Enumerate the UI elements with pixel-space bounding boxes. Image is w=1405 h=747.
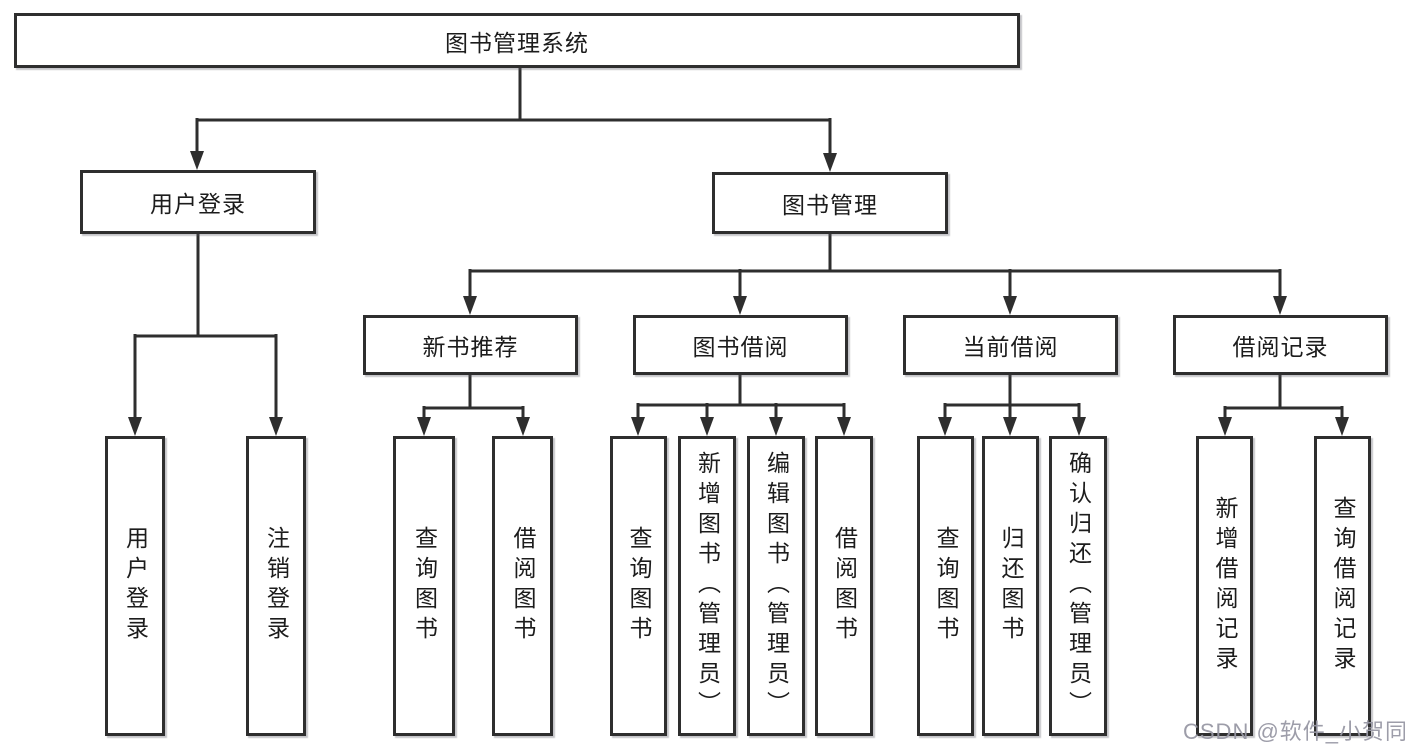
node-book-borrowing: 图书借阅 bbox=[633, 315, 848, 375]
node-nbr-query-books: 查询图书 bbox=[393, 436, 455, 736]
node-bb-add-books-admin-label: 新增图书（管理员） bbox=[694, 451, 721, 721]
node-br-query-record-label: 查询借阅记录 bbox=[1330, 496, 1356, 676]
node-root: 图书管理系统 bbox=[14, 13, 1020, 68]
node-new-book-recommend-label: 新书推荐 bbox=[422, 334, 519, 360]
node-bb-edit-books-admin-label: 编辑图书（管理员） bbox=[763, 451, 790, 721]
node-book-management-branch-label: 图书管理 bbox=[782, 192, 878, 218]
node-cb-return-books-label: 归还图书 bbox=[998, 526, 1024, 646]
node-logout-leaf-label: 注销登录 bbox=[263, 526, 290, 646]
node-cb-query-books: 查询图书 bbox=[917, 436, 974, 736]
node-nbr-query-books-label: 查询图书 bbox=[411, 526, 438, 646]
node-logout-leaf: 注销登录 bbox=[246, 436, 306, 736]
node-book-borrowing-label: 图书借阅 bbox=[692, 334, 789, 360]
node-borrowing-records-label: 借阅记录 bbox=[1232, 334, 1329, 360]
node-bb-query-books: 查询图书 bbox=[610, 436, 667, 736]
node-borrowing-records: 借阅记录 bbox=[1173, 315, 1388, 375]
node-br-add-record: 新增借阅记录 bbox=[1196, 436, 1253, 736]
node-root-label: 图书管理系统 bbox=[445, 29, 589, 56]
node-nbr-borrow-books: 借阅图书 bbox=[492, 436, 553, 736]
node-cb-query-books-label: 查询图书 bbox=[933, 526, 959, 646]
node-br-query-record: 查询借阅记录 bbox=[1314, 436, 1371, 736]
node-bb-query-books-label: 查询图书 bbox=[626, 526, 652, 646]
node-user-login-leaf: 用户登录 bbox=[105, 436, 165, 736]
node-cb-confirm-return-admin: 确认归还（管理员） bbox=[1049, 436, 1107, 736]
node-user-login-leaf-label: 用户登录 bbox=[122, 526, 149, 646]
node-user-login-branch-label: 用户登录 bbox=[150, 191, 246, 217]
node-bb-edit-books-admin: 编辑图书（管理员） bbox=[747, 436, 805, 736]
watermark: CSDN @软件_小贺同学 bbox=[1183, 719, 1405, 744]
node-current-borrowing-label: 当前借阅 bbox=[962, 334, 1059, 360]
node-current-borrowing: 当前借阅 bbox=[903, 315, 1118, 375]
node-br-add-record-label: 新增借阅记录 bbox=[1212, 496, 1238, 676]
node-nbr-borrow-books-label: 借阅图书 bbox=[510, 526, 536, 646]
node-user-login-branch: 用户登录 bbox=[80, 170, 316, 234]
node-bb-add-books-admin: 新增图书（管理员） bbox=[678, 436, 736, 736]
node-cb-confirm-return-admin-label: 确认归还（管理员） bbox=[1065, 451, 1092, 721]
node-bb-borrow-books-label: 借阅图书 bbox=[831, 526, 858, 646]
node-bb-borrow-books: 借阅图书 bbox=[815, 436, 873, 736]
node-book-management-branch: 图书管理 bbox=[712, 172, 948, 234]
node-cb-return-books: 归还图书 bbox=[982, 436, 1039, 736]
node-new-book-recommend: 新书推荐 bbox=[363, 315, 578, 375]
